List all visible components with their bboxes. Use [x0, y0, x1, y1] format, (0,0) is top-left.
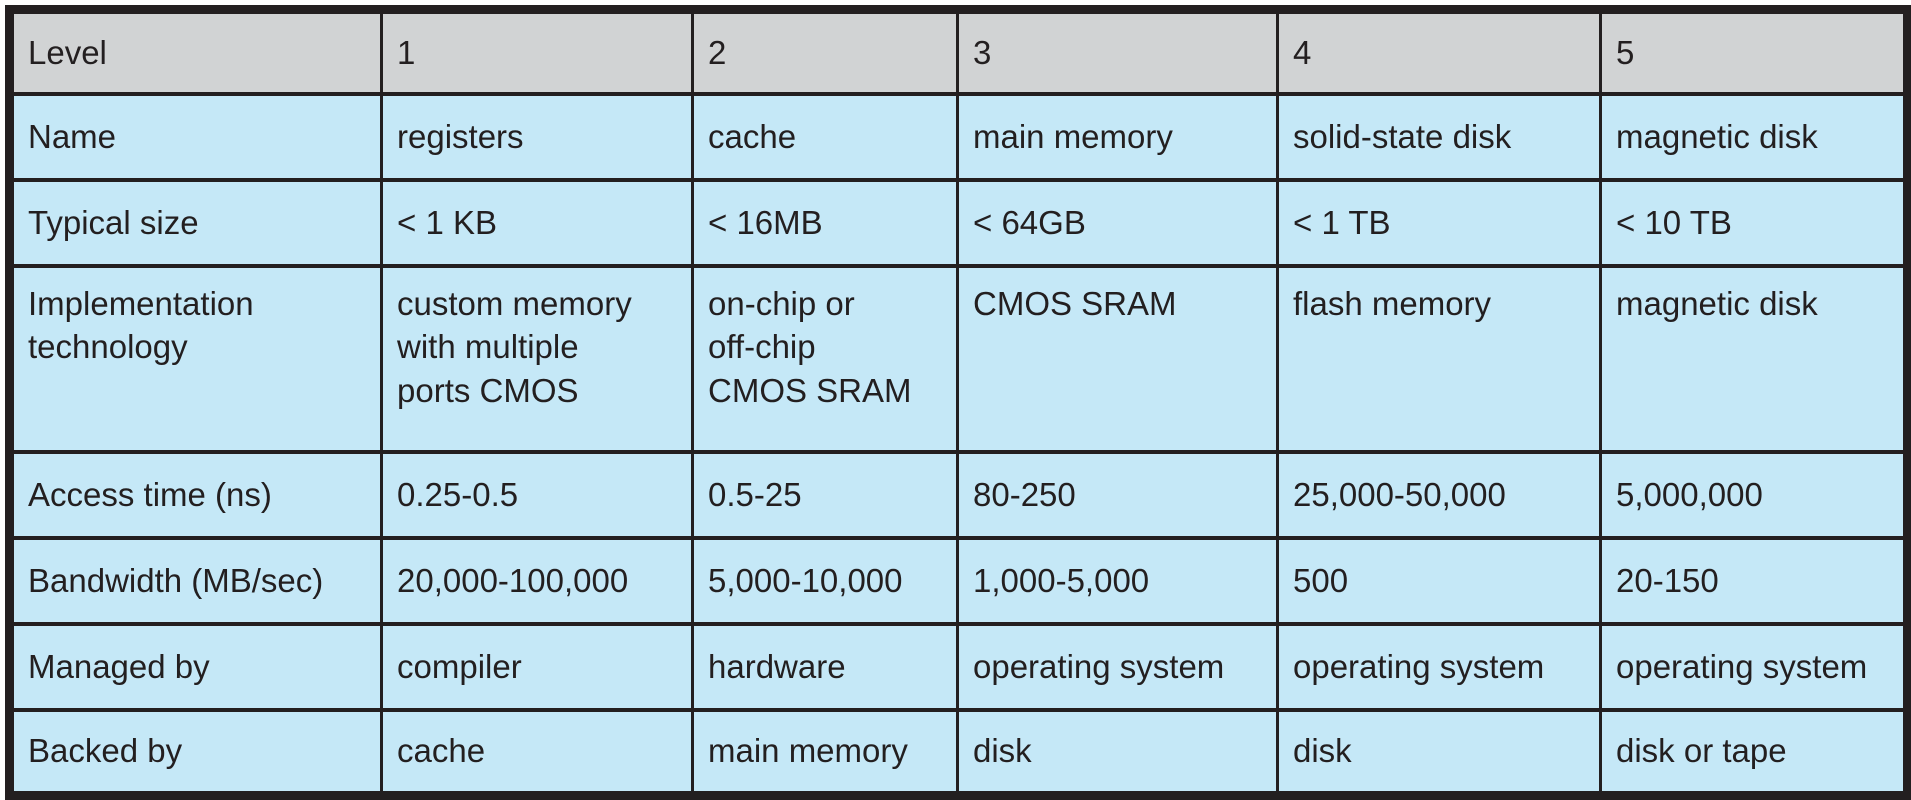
table-cell: cache	[691, 91, 959, 182]
table-row-access-time: Access time (ns) 0.25-0.5 0.5-25 80-250 …	[8, 449, 1909, 540]
table-cell: disk	[1276, 707, 1602, 798]
table-row-bandwidth: Bandwidth (MB/sec) 20,000-100,000 5,000-…	[8, 535, 1909, 626]
table-cell: 20-150	[1599, 535, 1909, 626]
table-cell: on-chip or off-chip CMOS SRAM	[691, 263, 959, 454]
table-cell: main memory	[956, 91, 1279, 182]
table-cell: < 10 TB	[1599, 177, 1909, 268]
table-cell: disk or tape	[1599, 707, 1909, 798]
table-cell: operating system	[1276, 621, 1602, 712]
table-cell: 1,000-5,000	[956, 535, 1279, 626]
table-cell: 0.5-25	[691, 449, 959, 540]
table-row-typical-size: Typical size < 1 KB < 16MB < 64GB < 1 TB…	[8, 177, 1909, 268]
table-cell: compiler	[380, 621, 694, 712]
table-row-implementation-technology: Implementation technology custom memory …	[8, 263, 1909, 454]
table-cell: 80-250	[956, 449, 1279, 540]
header-cell-level-3: 3	[956, 7, 1279, 96]
table-cell: CMOS SRAM	[956, 263, 1279, 454]
table-cell: operating system	[1599, 621, 1909, 712]
row-label: Name	[8, 91, 383, 182]
row-label: Bandwidth (MB/sec)	[8, 535, 383, 626]
header-cell-level-2: 2	[691, 7, 959, 96]
header-cell-level-1: 1	[380, 7, 694, 96]
memory-hierarchy-table: Level 1 2 3 4 5 Name registers cache mai…	[5, 5, 1911, 800]
table-cell: custom memory with multiple ports CMOS	[380, 263, 694, 454]
table-cell: < 1 TB	[1276, 177, 1602, 268]
table-cell: 500	[1276, 535, 1602, 626]
table-cell: < 1 KB	[380, 177, 694, 268]
table-row-backed-by: Backed by cache main memory disk disk di…	[8, 707, 1909, 798]
table-row-managed-by: Managed by compiler hardware operating s…	[8, 621, 1909, 712]
table-cell: < 64GB	[956, 177, 1279, 268]
table-cell: operating system	[956, 621, 1279, 712]
table-cell: disk	[956, 707, 1279, 798]
row-label: Typical size	[8, 177, 383, 268]
table-cell: 25,000-50,000	[1276, 449, 1602, 540]
header-cell-level: Level	[8, 7, 383, 96]
table-cell: 20,000-100,000	[380, 535, 694, 626]
header-row: Level 1 2 3 4 5	[8, 7, 1909, 96]
table-cell: 5,000,000	[1599, 449, 1909, 540]
header-cell-level-4: 4	[1276, 7, 1602, 96]
table-cell: 5,000-10,000	[691, 535, 959, 626]
table-cell: < 16MB	[691, 177, 959, 268]
table-cell: 0.25-0.5	[380, 449, 694, 540]
row-label: Backed by	[8, 707, 383, 798]
table-cell: flash memory	[1276, 263, 1602, 454]
table-cell: registers	[380, 91, 694, 182]
row-label: Managed by	[8, 621, 383, 712]
table-cell: hardware	[691, 621, 959, 712]
table-cell: cache	[380, 707, 694, 798]
row-label: Access time (ns)	[8, 449, 383, 540]
table-cell: magnetic disk	[1599, 91, 1909, 182]
table-cell: solid-state disk	[1276, 91, 1602, 182]
table-row-name: Name registers cache main memory solid-s…	[8, 91, 1909, 182]
row-label: Implementation technology	[8, 263, 383, 454]
table-cell: main memory	[691, 707, 959, 798]
table-cell: magnetic disk	[1599, 263, 1909, 454]
header-cell-level-5: 5	[1599, 7, 1909, 96]
